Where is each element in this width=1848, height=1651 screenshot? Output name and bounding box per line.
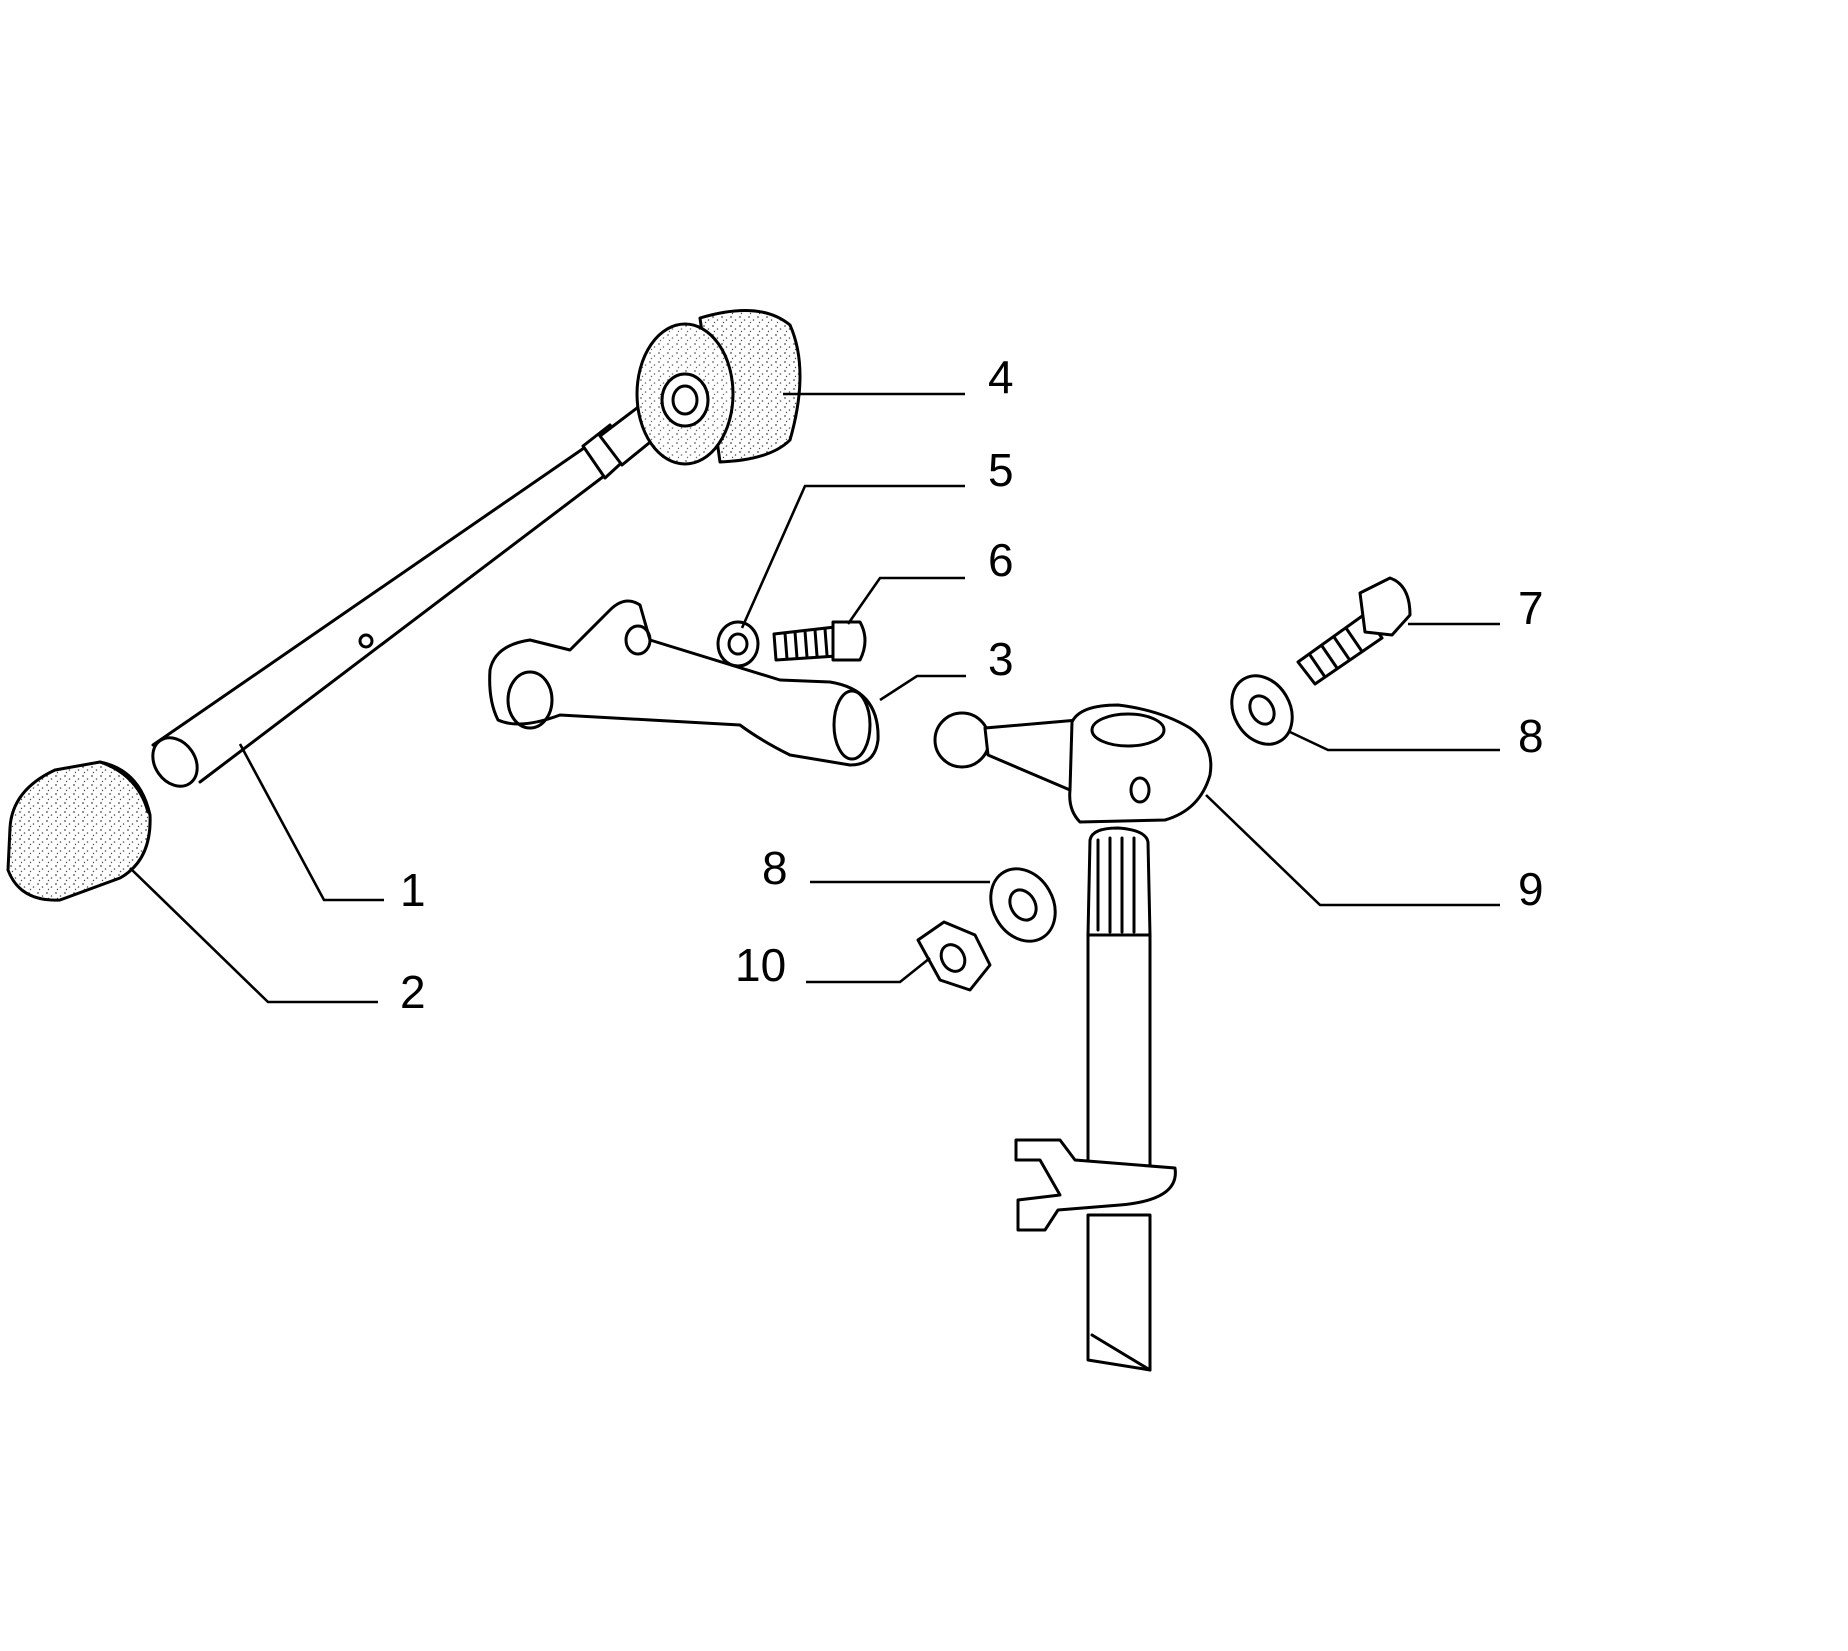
- callout-7: 7: [1518, 582, 1544, 634]
- rubber-bushing-part: [635, 308, 802, 466]
- callout-9: 9: [1518, 863, 1544, 915]
- washer-8-upper-part: [1230, 674, 1294, 746]
- callout-10: 10: [735, 939, 786, 991]
- shift-rod-part: [151, 396, 677, 788]
- bolt-7-part: [1296, 576, 1412, 686]
- nut-10-part: [916, 920, 992, 992]
- callout-6: 6: [988, 534, 1014, 586]
- callout-3: 3: [988, 633, 1014, 685]
- callout-labels: 1 2 3 4 5 6 7 8 8 9 10: [400, 351, 1544, 1018]
- callout-4: 4: [988, 351, 1014, 403]
- gear-knob-part: [6, 760, 152, 902]
- selector-shaft-part: [1014, 826, 1177, 1372]
- callout-1: 1: [400, 864, 426, 916]
- callout-8-lower: 8: [762, 842, 788, 894]
- small-washer-part: [716, 620, 760, 668]
- callout-5: 5: [988, 444, 1014, 496]
- shift-lever-part: [488, 599, 880, 767]
- callout-8-upper: 8: [1518, 710, 1544, 762]
- bolt-6-part: [772, 620, 867, 662]
- washer-8-lower-part: [989, 867, 1057, 943]
- leader-lines: [129, 392, 1500, 1004]
- clamp-lever-part: [933, 703, 1213, 824]
- callout-2: 2: [400, 966, 426, 1018]
